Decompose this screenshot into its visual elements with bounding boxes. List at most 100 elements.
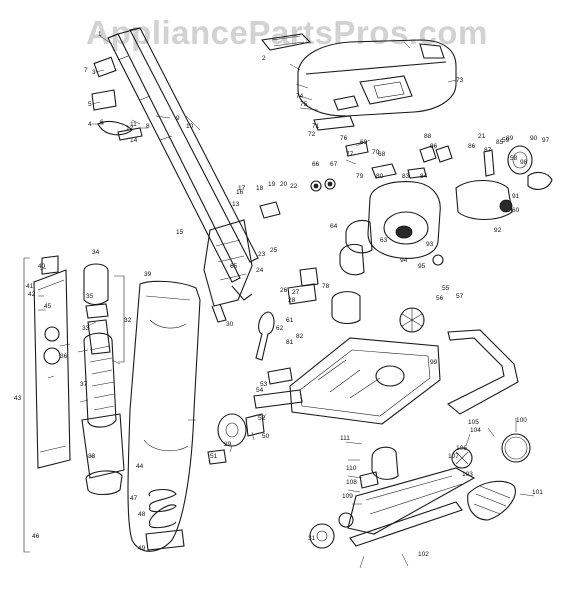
- part-number-label: 32: [124, 317, 132, 324]
- bumper: [447, 329, 519, 415]
- part-number-label: 92: [494, 227, 502, 234]
- part-number-label: 21: [478, 133, 486, 140]
- part-number-label: 91: [512, 193, 520, 200]
- hood-cover: [260, 33, 457, 157]
- part-number-label: 100: [516, 417, 527, 424]
- part-number-label: 78: [322, 283, 330, 290]
- part-number-label: 107: [448, 453, 459, 460]
- part-number-label: 68: [378, 151, 386, 158]
- part-number-label: 30: [226, 321, 234, 328]
- part-number-label: 38: [88, 453, 96, 460]
- part-number-label: 57: [456, 293, 464, 300]
- part-number-label: 64: [330, 223, 338, 230]
- part-number-label: 85: [496, 139, 504, 146]
- part-number-label: 108: [346, 479, 357, 486]
- right-side-parts: [419, 145, 553, 221]
- part-number-label: 39: [144, 271, 152, 278]
- part-number-label: 33: [82, 325, 90, 332]
- fill-tube-assembly: [81, 263, 125, 496]
- part-number-label: 10: [186, 123, 194, 130]
- part-number-label: 1: [98, 31, 102, 38]
- part-number-label: 41: [26, 283, 34, 290]
- part-number-label: 63: [380, 237, 388, 244]
- part-number-label: 75: [300, 101, 308, 108]
- part-number-label: 7: [84, 67, 88, 74]
- part-number-label: 88: [424, 133, 432, 140]
- part-number-label: 60: [512, 207, 520, 214]
- part-number-label: 46: [32, 533, 40, 540]
- part-number-label: 59: [502, 137, 510, 144]
- part-number-label: 54: [256, 387, 264, 394]
- part-number-label: 18: [256, 185, 264, 192]
- nozzle-agitator: [309, 433, 531, 549]
- part-number-label: 111: [340, 435, 350, 442]
- part-number-label: 53: [260, 381, 268, 388]
- part-number-label: 15: [176, 229, 184, 236]
- part-number-label: 70: [372, 149, 380, 156]
- part-number-label: 94: [400, 257, 408, 264]
- part-number-label: 82: [296, 333, 304, 340]
- watermark-text: AppliancePartsPros.com: [86, 14, 488, 51]
- part-number-label: 44: [136, 463, 144, 470]
- part-number-label: 22: [290, 183, 298, 190]
- part-number-label: 86: [468, 143, 476, 150]
- part-number-label: 71: [312, 123, 320, 130]
- part-number-label: 29: [224, 441, 232, 448]
- part-number-label: 50: [262, 433, 270, 440]
- part-number-label: 106: [456, 445, 467, 452]
- part-number-label: 66: [312, 161, 320, 168]
- part-number-label: 48: [138, 511, 146, 518]
- part-number-label: 80: [376, 173, 384, 180]
- part-number-label: 93: [426, 241, 434, 248]
- part-number-label: 61: [286, 317, 294, 324]
- part-number-label: 69: [360, 139, 368, 146]
- part-number-label: 79: [356, 173, 364, 180]
- part-number-label: 56: [436, 295, 444, 302]
- part-number-label: 72: [308, 131, 316, 138]
- part-number-label: 3: [92, 69, 96, 76]
- leader-lines: [38, 35, 535, 569]
- part-number-label: 81: [286, 339, 294, 346]
- part-number-label: 42: [28, 291, 36, 298]
- part-number-label: 73: [456, 77, 464, 84]
- part-number-label: 87: [484, 147, 492, 154]
- part-number-label: 6: [100, 119, 104, 126]
- part-number-label: 23: [258, 251, 266, 258]
- part-number-label: 104: [470, 427, 481, 434]
- part-number-label: 99: [430, 359, 438, 366]
- part-number-label: 76: [340, 135, 348, 142]
- part-number-label: 89: [506, 135, 514, 142]
- part-number-label: 110: [346, 465, 357, 472]
- part-number-label: 43: [14, 395, 22, 402]
- part-number-label: 58: [510, 155, 518, 162]
- part-number-label: 98: [520, 159, 528, 166]
- part-number-label: 37: [80, 381, 88, 388]
- part-number-label: 20: [280, 181, 288, 188]
- part-number-label: 36: [60, 353, 68, 360]
- part-number-label: 101: [532, 489, 543, 496]
- part-number-label: 51: [210, 453, 218, 460]
- part-number-label: 84: [420, 173, 428, 180]
- part-number-label: 52: [258, 415, 266, 422]
- bag-outer-assembly: [23, 255, 71, 553]
- part-number-label: 97: [542, 137, 550, 144]
- part-number-label: 62: [276, 325, 284, 332]
- part-number-label: 24: [256, 267, 264, 274]
- part-number-label: 102: [418, 551, 429, 558]
- part-number-label: 19: [268, 181, 276, 188]
- part-number-label: 47: [130, 495, 138, 502]
- motor-assembly: [339, 163, 444, 276]
- spring-parts: [145, 311, 275, 551]
- part-number-label: 9: [176, 115, 180, 122]
- part-number-label: 109: [342, 493, 353, 500]
- part-number-label: 12: [126, 125, 134, 132]
- dust-bag: [127, 280, 201, 552]
- part-number-label: 105: [468, 419, 479, 426]
- part-number-label: 103: [462, 471, 473, 478]
- part-number-label: 27: [292, 289, 300, 296]
- base-housing: [253, 337, 441, 425]
- part-number-label: 2: [262, 55, 266, 62]
- part-number-label: 4: [88, 121, 92, 128]
- part-number-label: 96: [430, 143, 438, 150]
